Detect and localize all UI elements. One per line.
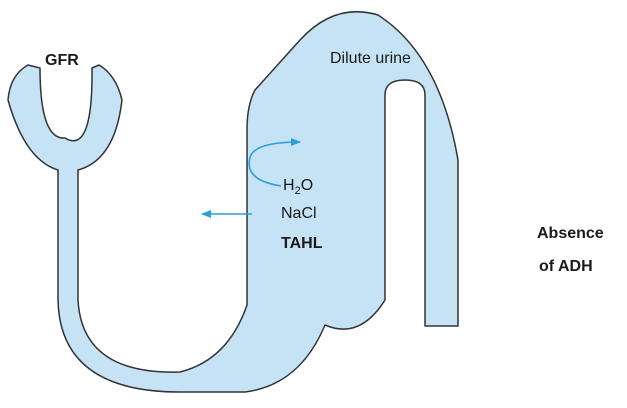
nephron-tubule (7, 11, 459, 393)
nacl-label: NaCl (281, 205, 317, 222)
gfr-label: GFR (45, 52, 79, 69)
h2o-label-o: O (300, 177, 314, 194)
h2o-arrow (248, 138, 301, 187)
absence-label-line1: Absence (537, 225, 604, 242)
h2o-label-subscript: 2 (294, 185, 301, 198)
tahl-label: TAHL (281, 235, 323, 252)
h2o-label-h: H (283, 177, 295, 194)
dilute-urine-label: Dilute urine (330, 50, 411, 67)
absence-label-line2: of ADH (539, 258, 593, 275)
h2o-label: H2O (283, 177, 313, 197)
